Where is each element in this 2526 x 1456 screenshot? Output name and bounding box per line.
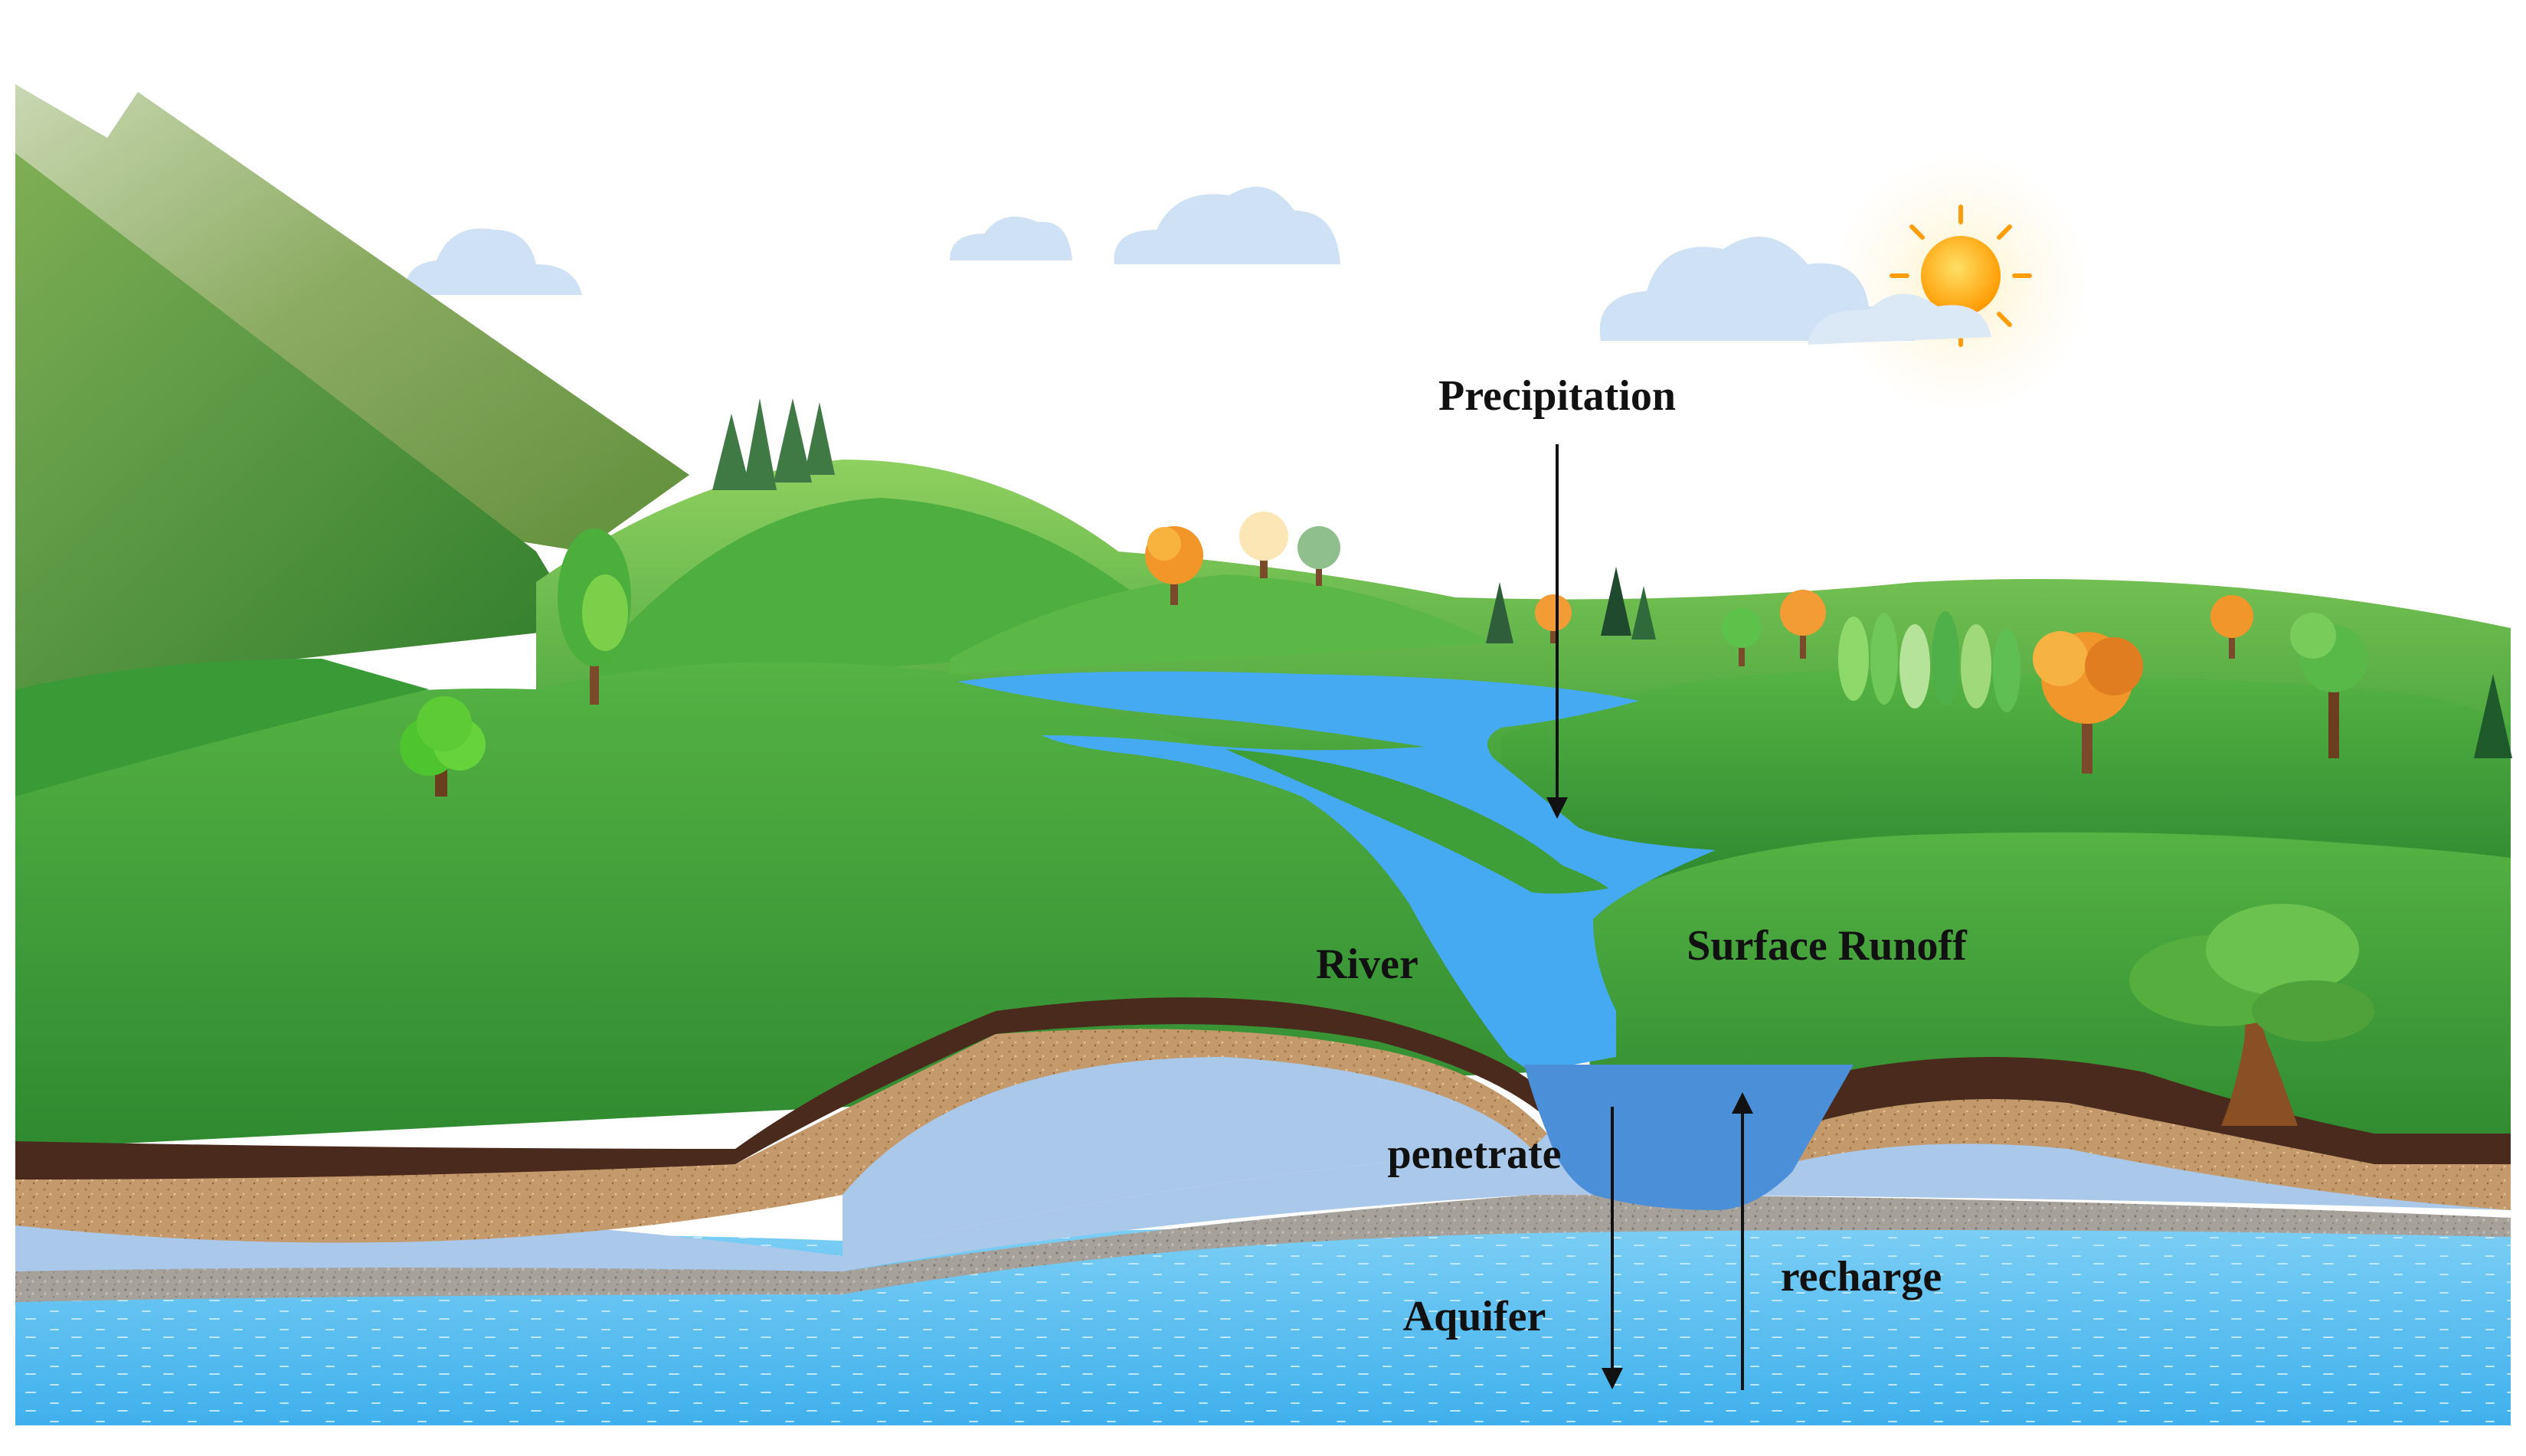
cloud-icon <box>950 216 1072 260</box>
aquifer-label: Aquifer <box>1403 1293 1546 1340</box>
clay-layer-upper <box>843 1049 2511 1256</box>
tree-icon <box>2210 595 2253 659</box>
hill-left <box>15 662 1532 1149</box>
tree-icon <box>2033 631 2143 774</box>
river-island <box>1225 749 1608 894</box>
mid-hill-center <box>950 574 1494 674</box>
tree-icon <box>400 696 486 797</box>
recharge-label: recharge <box>1781 1253 1942 1301</box>
river-label: River <box>1316 941 1418 988</box>
tree-icon <box>558 528 631 705</box>
hill-left-upper <box>15 659 429 797</box>
pine-trees-icon <box>1486 567 1656 643</box>
cloud-icon <box>1114 186 1340 264</box>
river-water <box>957 671 1716 1072</box>
river-channel <box>1524 1065 1854 1210</box>
topsoil-layer-right <box>1777 1057 2511 1164</box>
tree-icon <box>2290 613 2367 758</box>
cloud-icon <box>405 228 582 295</box>
pine-trees-icon <box>2474 674 2512 758</box>
penetrate-label: penetrate <box>1387 1130 1561 1178</box>
tree-icon <box>1145 526 1203 605</box>
clay-layer <box>15 1144 2511 1271</box>
cloud-icon <box>1599 237 1991 345</box>
topsoil-layer <box>15 997 1547 1180</box>
mountain-front <box>15 153 582 689</box>
sand-layer <box>15 1029 1547 1243</box>
gravel-layer <box>15 1195 2511 1302</box>
hill-right <box>1501 671 2511 881</box>
trees-group-icon <box>1722 590 2020 712</box>
pine-trees-icon <box>712 398 835 490</box>
tree-icon <box>1535 594 1572 643</box>
precipitation-label: Precipitation <box>1438 372 1676 420</box>
sun-icon <box>1831 153 2091 414</box>
surface-runoff-label: Surface Runoff <box>1687 922 1968 970</box>
tree-icon <box>2129 904 2374 1126</box>
tree-icon <box>1297 526 1340 586</box>
sand-layer-right <box>1777 1099 2511 1210</box>
tree-icon <box>1239 512 1288 578</box>
